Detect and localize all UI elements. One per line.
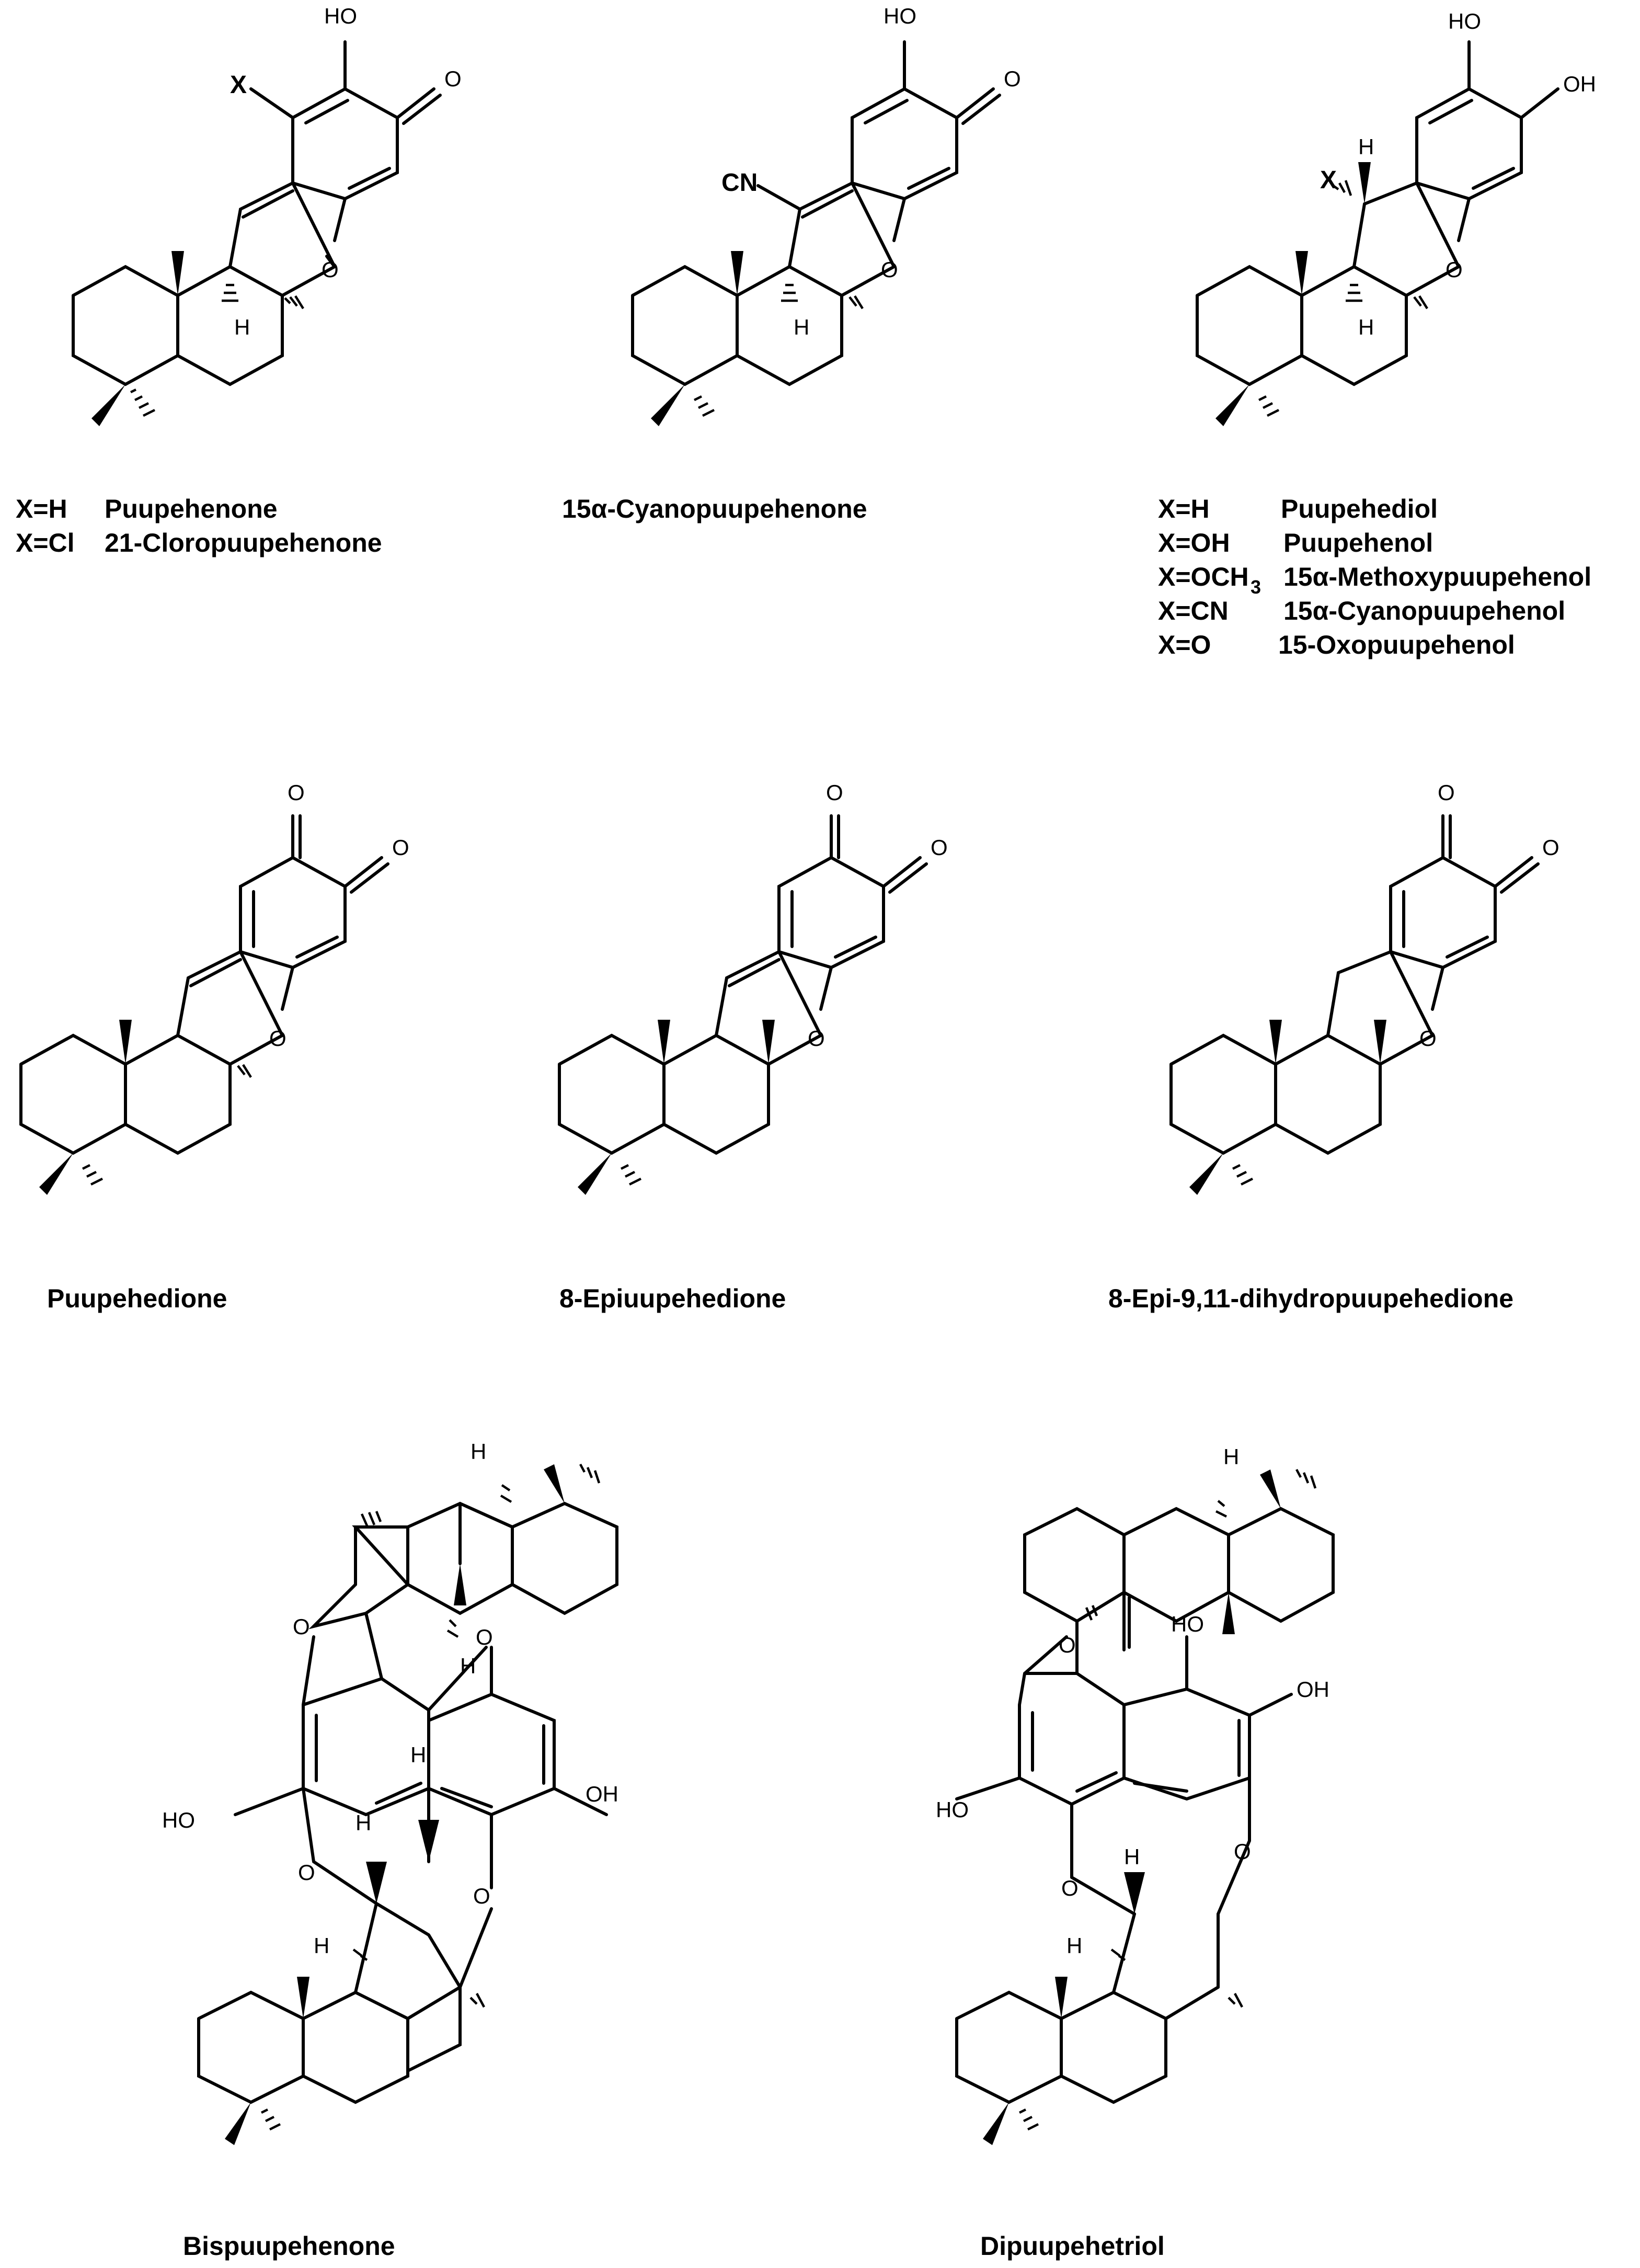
atom-label-oh: OH: [1563, 72, 1596, 96]
atom-label-h: H: [1223, 1444, 1239, 1469]
atom-label-o: O: [1446, 257, 1463, 282]
atom-label-o: O: [1004, 66, 1021, 91]
atom-label-h: H: [1358, 134, 1374, 159]
atom-label-h: H: [314, 1933, 329, 1958]
atom-label-o: O: [1438, 780, 1455, 805]
structure-bispuupehenone: O O HO OH O O H H H H H: [162, 1439, 618, 2145]
atom-label-o: O: [269, 1026, 286, 1051]
label-group-puupehediol: X=H Puupehediol X=OH Puupehenol X=OCH 3 …: [1158, 494, 1591, 659]
atom-label-h: H: [1358, 315, 1374, 339]
atom-label-h: H: [471, 1439, 486, 1464]
atom-label-o: O: [293, 1614, 310, 1639]
atom-label-o: O: [826, 780, 843, 805]
structure-dipuupehetriol: O HO HO OH O O H H H: [936, 1444, 1335, 2145]
svg-text:Puupehenone: Puupehenone: [105, 494, 278, 523]
structure-puupehenone: HO O O H X: [72, 4, 462, 426]
svg-text:Puupehediol: Puupehediol: [1281, 494, 1438, 523]
structure-epiuupehedione: O O O: [558, 780, 948, 1195]
atom-label-h: H: [1066, 1933, 1082, 1958]
svg-text:X=H: X=H: [16, 494, 67, 523]
atom-label-ho: HO: [1171, 1612, 1204, 1636]
atom-label-x: X: [1320, 166, 1337, 194]
atom-label-o: O: [288, 780, 305, 805]
svg-text:X=OCH: X=OCH: [1158, 562, 1249, 591]
svg-text:15-Oxopuupehenol: 15-Oxopuupehenol: [1278, 630, 1515, 659]
label-bispuupehenone: Bispuupehenone: [183, 2231, 395, 2261]
label-dihydropuupehedione: 8-Epi-9,11-dihydropuupehedione: [1108, 1284, 1513, 1313]
atom-label-x: X: [230, 71, 247, 99]
svg-text:X=CN: X=CN: [1158, 596, 1229, 625]
atom-label-o: O: [1234, 1839, 1251, 1864]
atom-label-ho: HO: [936, 1797, 969, 1822]
svg-text:Puupehenol: Puupehenol: [1283, 528, 1433, 557]
svg-text:3: 3: [1251, 576, 1261, 598]
svg-text:15α-Cyanopuupehenone: 15α-Cyanopuupehenone: [562, 494, 867, 523]
structure-puupehediol: HO OH O H H X: [1196, 9, 1596, 426]
atom-label-h: H: [234, 315, 250, 339]
svg-text:X=H: X=H: [1158, 494, 1210, 523]
atom-label-o: O: [1059, 1633, 1076, 1657]
atom-label-o: O: [444, 66, 462, 91]
atom-label-o: O: [808, 1026, 825, 1051]
atom-label-h: H: [460, 1654, 476, 1678]
atom-label-o: O: [1061, 1876, 1079, 1900]
atom-label-ho: HO: [1448, 9, 1481, 33]
atom-label-oh: OH: [586, 1782, 618, 1806]
atom-label-o: O: [476, 1625, 493, 1649]
label-puupehedione: Puupehedione: [47, 1284, 227, 1313]
svg-text:21-Cloropuupehenone: 21-Cloropuupehenone: [105, 528, 382, 557]
svg-text:X=OH: X=OH: [1158, 528, 1230, 557]
atom-label-o: O: [881, 257, 898, 282]
atom-label-h: H: [1124, 1844, 1140, 1869]
atom-label-o: O: [473, 1884, 490, 1908]
atom-label-cn: CN: [721, 169, 758, 197]
atom-label-o: O: [931, 835, 948, 860]
label-dipuupehetriol: Dipuupehetriol: [980, 2231, 1165, 2261]
label-epiuupehedione: 8-Epiuupehedione: [559, 1284, 786, 1313]
atom-label-ho: HO: [324, 4, 357, 28]
atom-label-h: H: [410, 1742, 426, 1767]
svg-text:X=O: X=O: [1158, 630, 1211, 659]
svg-text:15α-Methoxypuupehenol: 15α-Methoxypuupehenol: [1283, 562, 1591, 591]
svg-text:X=Cl: X=Cl: [16, 528, 75, 557]
atom-label-o: O: [1419, 1026, 1437, 1051]
atom-label-ho: HO: [162, 1808, 195, 1832]
structure-cyanopuupehenone: HO O O H CN: [631, 4, 1021, 426]
atom-label-o: O: [1542, 835, 1559, 860]
atom-label-o: O: [298, 1860, 315, 1885]
atom-label-h: H: [794, 315, 809, 339]
atom-label-oh: OH: [1297, 1677, 1329, 1702]
atom-label-o: O: [322, 257, 339, 282]
atom-label-o: O: [392, 835, 409, 860]
label-cyanopuupehenone: 15α-Cyanopuupehenone: [562, 494, 867, 523]
atom-label-h: H: [355, 1810, 371, 1835]
svg-text:15α-Cyanopuupehenol: 15α-Cyanopuupehenol: [1283, 596, 1565, 625]
label-group-puupehenone: X=H Puupehenone X=Cl 21-Cloropuupehenone: [16, 494, 382, 557]
atom-label-ho: HO: [884, 4, 916, 28]
structure-puupehedione: O O O: [19, 780, 409, 1195]
structure-dihydropuupehedione: O O O: [1169, 780, 1559, 1195]
